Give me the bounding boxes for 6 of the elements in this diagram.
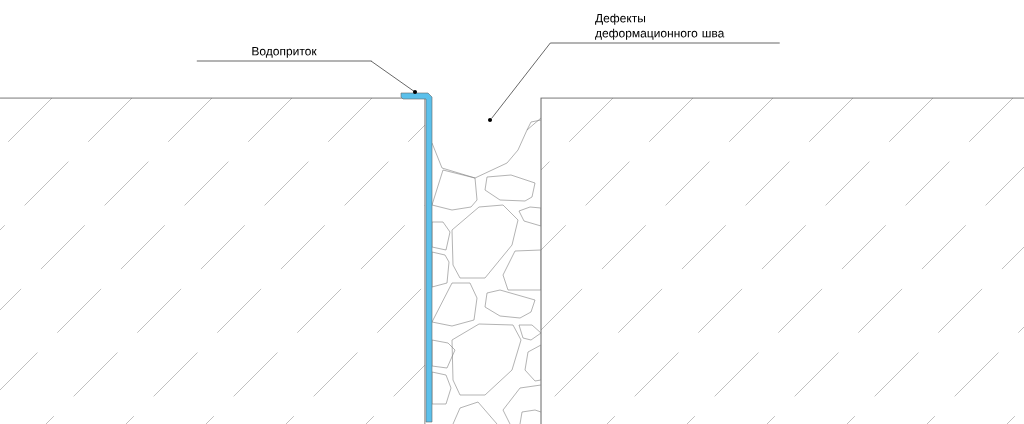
callout-text: Дефекты деформационного шва bbox=[595, 13, 725, 40]
callout-text: Водоприток bbox=[252, 47, 317, 58]
point-marker bbox=[488, 118, 492, 122]
leader-line bbox=[196, 60, 416, 93]
leader-line bbox=[491, 42, 780, 119]
waterproofing-strip bbox=[400, 90, 433, 423]
